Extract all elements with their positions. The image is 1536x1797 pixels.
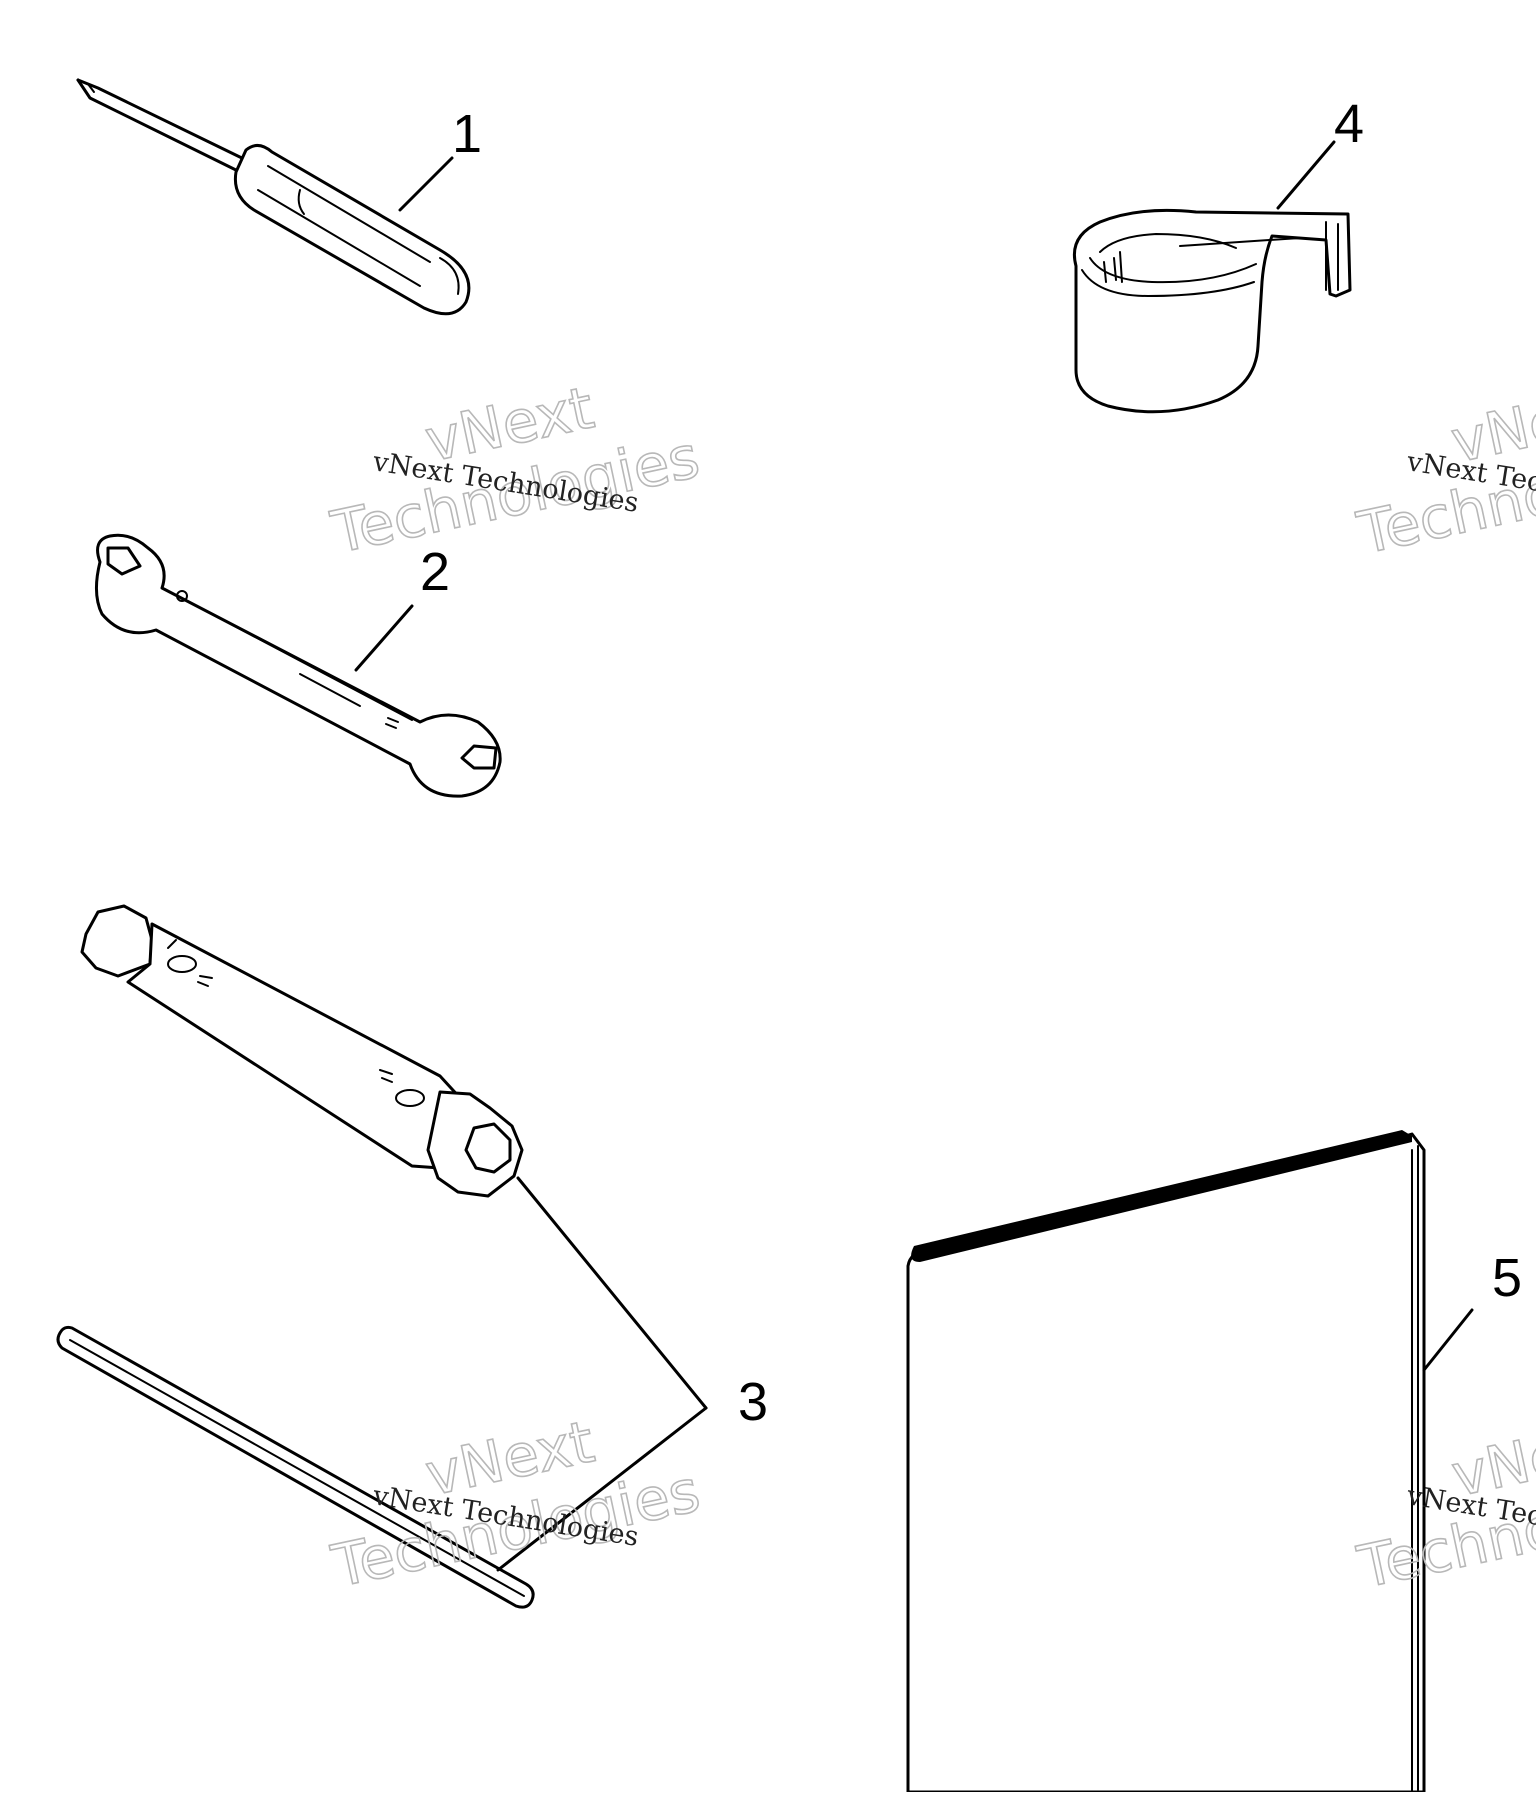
callout-label-2: 2 (420, 542, 450, 602)
open-end-wrench (95, 533, 502, 798)
watermark-top-left: vNext Technologies (325, 373, 706, 568)
coiled-strap (1073, 140, 1352, 414)
callout-label-4: 4 (1334, 94, 1364, 154)
screwdriver (76, 78, 471, 316)
callout-label-3: 3 (738, 1372, 768, 1432)
box-spanner (80, 904, 708, 1410)
callout-label-1: 1 (452, 104, 482, 164)
watermark-bottom-left: vNext Technologies (325, 1407, 706, 1602)
owners-manual (906, 1130, 1474, 1794)
tommy-bar (56, 1325, 708, 1609)
callout-label-5: 5 (1492, 1248, 1522, 1308)
